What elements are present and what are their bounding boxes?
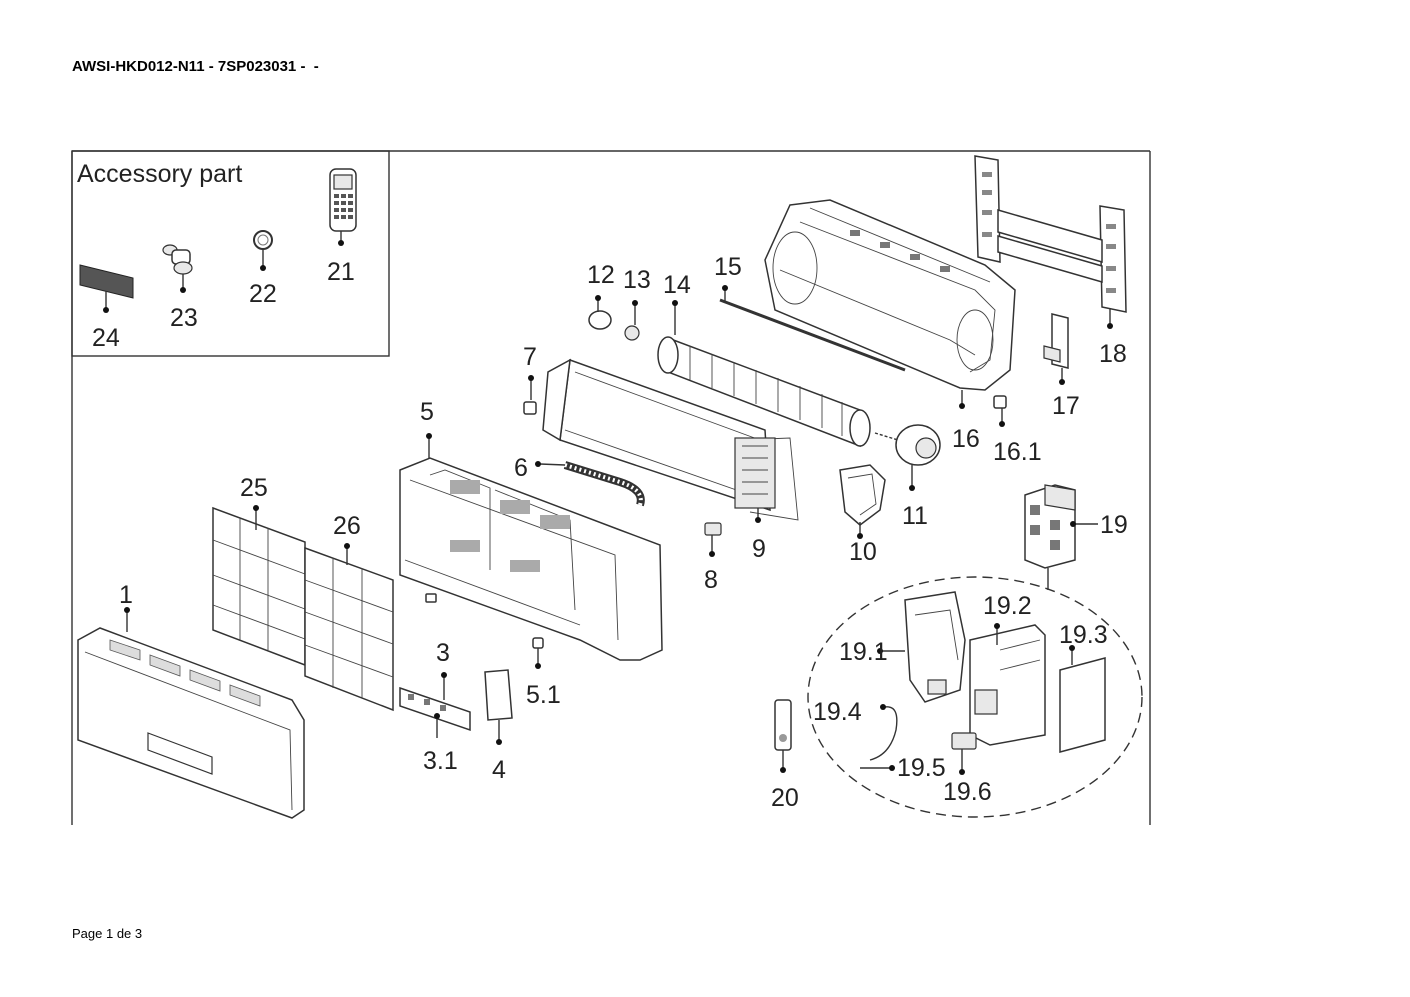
callout-labels: 24 23 22 21 12 13 14 15 7 5 6 25 26 1 3 … bbox=[92, 253, 1128, 812]
part-7-clip bbox=[523, 375, 537, 415]
part-3-display-board bbox=[399, 672, 471, 738]
callout-24: 24 bbox=[92, 324, 120, 352]
part-6-drain-pipe bbox=[535, 461, 645, 507]
part-1-front-panel bbox=[77, 607, 305, 819]
callout-19-2: 19.2 bbox=[983, 592, 1032, 620]
part-20-sensor bbox=[774, 699, 792, 773]
callout-19-5: 19.5 bbox=[897, 754, 946, 782]
part-12-bearing-holder bbox=[588, 295, 612, 330]
callout-15: 15 bbox=[714, 253, 742, 281]
callout-10: 10 bbox=[849, 538, 877, 566]
part-15-swing-rod bbox=[719, 285, 906, 372]
callout-5-1: 5.1 bbox=[526, 681, 561, 709]
callout-19-3: 19.3 bbox=[1059, 621, 1108, 649]
callout-21: 21 bbox=[327, 258, 355, 286]
callout-26: 26 bbox=[333, 512, 361, 540]
part-22-ring-icon bbox=[253, 230, 273, 271]
document-title: AWSI-HKD012-N11 - 7SP023031 - - bbox=[72, 58, 319, 75]
part-16-chassis bbox=[764, 199, 1016, 409]
accessory-box-title: Accessory part bbox=[77, 160, 242, 188]
part-16-1-clip bbox=[993, 395, 1007, 427]
callout-14: 14 bbox=[663, 271, 691, 299]
part-26-filter bbox=[304, 543, 394, 712]
callout-16: 16 bbox=[952, 425, 980, 453]
callout-13: 13 bbox=[623, 266, 651, 294]
part-25-filter bbox=[212, 505, 306, 667]
callout-3-1: 3.1 bbox=[423, 747, 458, 775]
callout-22: 22 bbox=[249, 280, 277, 308]
callout-18: 18 bbox=[1099, 340, 1127, 368]
part-14-crossflow-fan bbox=[657, 300, 871, 448]
accessory-box: Accessory part bbox=[71, 150, 390, 357]
callout-19-4: 19.4 bbox=[813, 698, 862, 726]
part-24-filter-icon bbox=[79, 264, 134, 313]
part-5-1-clip bbox=[532, 637, 544, 669]
callout-9: 9 bbox=[752, 535, 766, 563]
callout-19-6: 19.6 bbox=[943, 778, 992, 806]
part-19-exploded-detail bbox=[807, 576, 1143, 818]
part-10-motor-clamp bbox=[839, 464, 886, 539]
page-footer: Page 1 de 3 bbox=[72, 926, 143, 941]
part-8-clip bbox=[704, 522, 722, 557]
part-5-casing bbox=[399, 433, 663, 661]
callout-8: 8 bbox=[704, 566, 718, 594]
part-4-cover bbox=[484, 669, 513, 745]
callout-11: 11 bbox=[902, 502, 928, 530]
callout-19-1: 19.1 bbox=[839, 638, 888, 666]
callout-5: 5 bbox=[420, 398, 434, 426]
callout-16-1: 16.1 bbox=[993, 438, 1042, 466]
part-9-evaporator bbox=[542, 358, 799, 523]
callout-25: 25 bbox=[240, 474, 268, 502]
callout-17: 17 bbox=[1052, 392, 1080, 420]
part-18-mounting-plate bbox=[974, 155, 1127, 329]
callout-1: 1 bbox=[119, 581, 133, 609]
part-13-bearing bbox=[624, 300, 640, 341]
callout-3: 3 bbox=[436, 639, 450, 667]
callout-4: 4 bbox=[492, 756, 506, 784]
part-23-drain-elbow-icon bbox=[162, 244, 193, 293]
callout-6: 6 bbox=[514, 454, 528, 482]
part-17-bracket bbox=[1043, 313, 1069, 385]
callout-23: 23 bbox=[170, 304, 198, 332]
callout-7: 7 bbox=[523, 343, 537, 371]
callout-20: 20 bbox=[771, 784, 799, 812]
part-21-remote-control-icon bbox=[329, 168, 357, 246]
callout-12: 12 bbox=[587, 261, 615, 289]
part-19-electrical-box bbox=[1024, 484, 1098, 590]
part-small-clip bbox=[425, 593, 437, 603]
callout-19: 19 bbox=[1100, 511, 1128, 539]
part-11-fan-motor bbox=[874, 424, 941, 491]
